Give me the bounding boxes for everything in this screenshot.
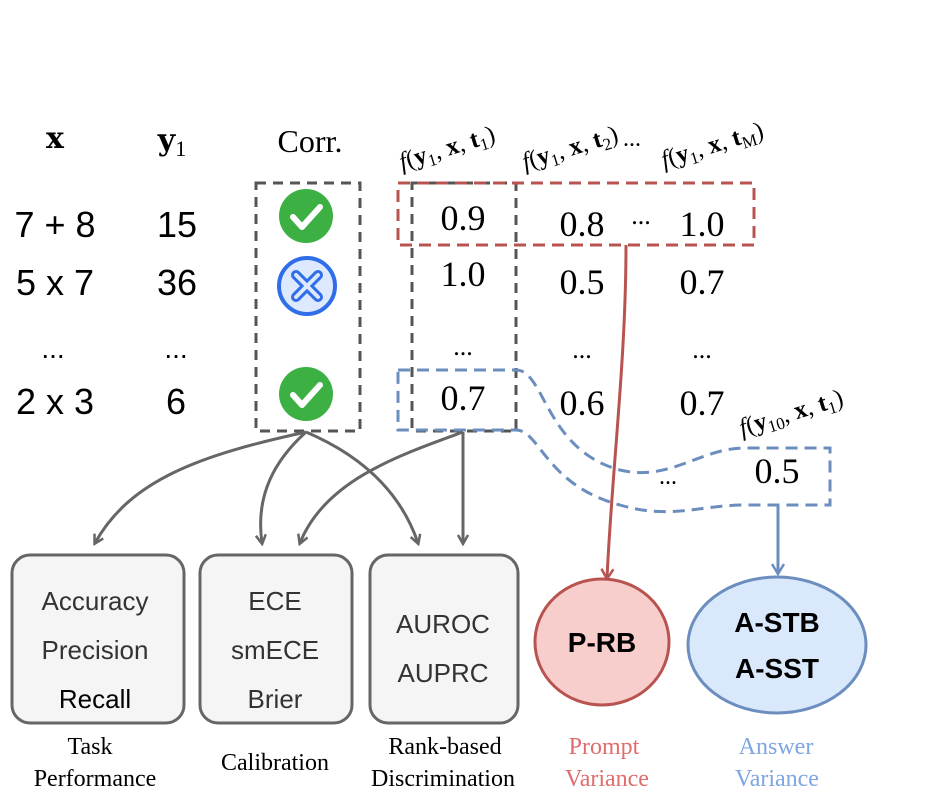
score-header-t2: f(y1, x, t2)	[519, 121, 622, 179]
score-r3-c1: ...	[453, 332, 473, 361]
caption-prompt-2: Variance	[565, 766, 649, 792]
score-header-tM: f(y1, x, tM)	[658, 117, 768, 177]
arrow-corr-to-rank	[305, 430, 418, 543]
caption-rank-1: Rank-based	[388, 734, 501, 760]
svg-text:f(y10, x, t1): f(y10, x, t1)	[736, 385, 848, 445]
score-r4-c3: 0.7	[680, 383, 725, 423]
row-2-question: 5 x 7	[16, 262, 94, 303]
score-r3-c3: ...	[692, 335, 712, 364]
caption-rank-2: Discrimination	[371, 766, 515, 792]
row-3-answer: ...	[164, 333, 187, 364]
header-x: x	[46, 121, 65, 156]
metric-box-calibration: ECE smECE Brier	[198, 553, 354, 725]
score-r2-c3: 0.7	[680, 262, 725, 302]
answer-variance-node: A-STB A-SST	[686, 575, 868, 715]
metric-precision: Precision	[42, 635, 149, 665]
metric-auprc: AUPRC	[397, 658, 488, 688]
metric-a-stb: A-STB	[734, 607, 820, 638]
metric-box-rank-discrimination: AUROC AUPRC	[368, 553, 520, 725]
row-3-question: ...	[41, 333, 64, 364]
row-4-answer: 6	[166, 381, 186, 422]
score-r1-c2: 0.8	[560, 204, 605, 244]
score-r2-c2: 0.5	[560, 262, 605, 302]
metric-brier: Brier	[248, 684, 303, 714]
metric-a-sst: A-SST	[735, 653, 819, 684]
metric-auroc: AUROC	[396, 609, 490, 639]
arrow-corr-to-task	[95, 430, 307, 543]
score-r1-c3: 1.0	[680, 204, 725, 244]
metric-box-task-performance: Accuracy Precision Recall	[10, 553, 186, 725]
arrow-score-to-calibration	[300, 430, 464, 543]
row-2-answer: 36	[157, 262, 197, 303]
score-r2-c1: 1.0	[441, 254, 486, 294]
check-icon	[279, 367, 333, 421]
metric-ece: ECE	[248, 586, 301, 616]
answer-variance-path	[396, 368, 832, 514]
row-4-question: 2 x 3	[16, 381, 94, 422]
metric-smece: smECE	[231, 635, 319, 665]
caption-prompt-1: Prompt	[569, 734, 640, 760]
caption-answer-1: Answer	[739, 734, 814, 760]
metric-recall: Recall	[59, 684, 131, 714]
score-header-t1: f(y1, x, t1)	[396, 121, 499, 179]
caption-task-2: Performance	[34, 766, 157, 792]
prompt-variance-row-box	[396, 181, 756, 247]
prompt-variance-node: P-RB	[533, 577, 671, 707]
svg-text:f(y1, x, t2): f(y1, x, t2)	[519, 121, 622, 179]
row-1-question: 7 + 8	[14, 204, 95, 245]
svg-text:f(y1, x, t1): f(y1, x, t1)	[396, 121, 499, 179]
score-r4-c2: 0.6	[560, 383, 605, 423]
header-y1: y1	[157, 123, 186, 161]
svg-text:f(y1, x, tM): f(y1, x, tM)	[658, 117, 768, 177]
check-icon	[279, 189, 333, 243]
header-corr: Corr.	[278, 123, 343, 159]
row-1-answer: 15	[157, 204, 197, 245]
score-r3-c2: ...	[572, 335, 592, 364]
correctness-column-box	[254, 181, 362, 433]
caption-calibration: Calibration	[221, 750, 329, 776]
score-r1-ellipsis: ...	[631, 201, 651, 230]
extra-answer-value: 0.5	[755, 451, 800, 491]
arrow-corr-to-calibration	[261, 430, 308, 543]
metric-p-rb: P-RB	[568, 627, 636, 658]
cross-icon	[277, 256, 337, 316]
score-header-y10: f(y10, x, t1)	[736, 385, 848, 445]
score-header-ellipsis: ...	[623, 126, 641, 152]
caption-answer-2: Variance	[735, 766, 819, 792]
score-r4-c1: 0.7	[441, 378, 486, 418]
extra-answer-ellipsis: ...	[659, 464, 677, 490]
arrow-prompt-variance	[607, 244, 628, 578]
score-r1-c1: 0.9	[441, 198, 486, 238]
caption-task-1: Task	[68, 734, 113, 760]
metric-accuracy: Accuracy	[42, 586, 149, 616]
